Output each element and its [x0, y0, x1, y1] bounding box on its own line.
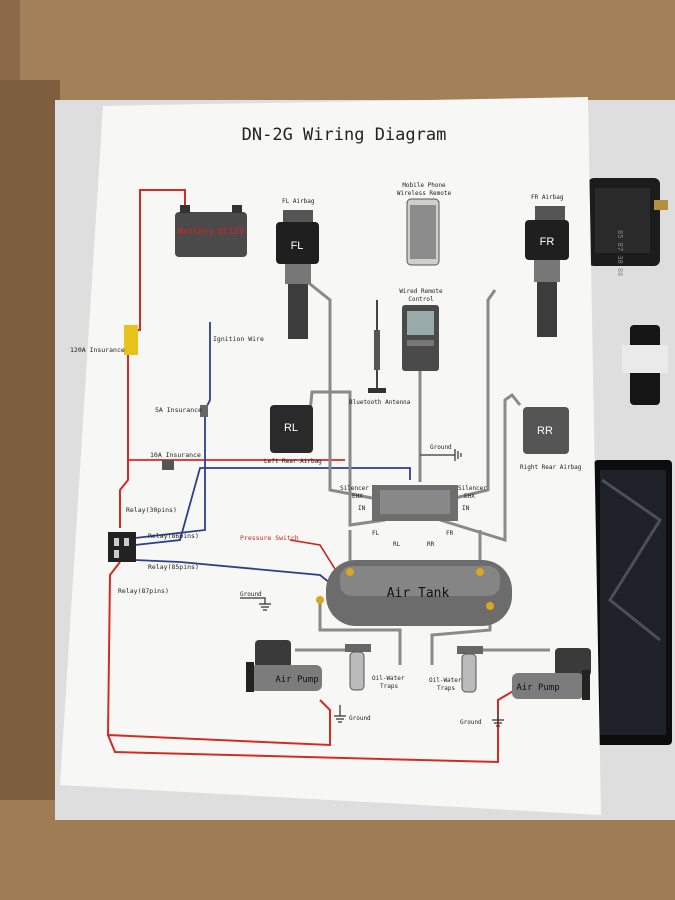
air-pump-left: Air Pump [246, 640, 322, 692]
oil-water-left-label-1: Oil-Water [372, 675, 405, 682]
relay-87-label: Relay(87pins) [118, 587, 169, 595]
mobile-remote-label-2: Wireless Remote [397, 190, 452, 197]
relay-30-label: Relay(30pins) [126, 506, 177, 514]
relay-cube: 85 87 30 86 [588, 178, 668, 276]
fr-airbag-label: FR Airbag [531, 194, 564, 201]
svg-text:85 87 30 86: 85 87 30 86 [616, 230, 624, 276]
silencer-right-label-1: Silencer [458, 485, 487, 492]
port-in-left: IN [358, 505, 366, 512]
ground-right-label: Ground [460, 719, 482, 726]
relay86-wire [134, 467, 411, 546]
silencer-left-label-2: EHX [352, 493, 363, 500]
battery-label: Battery DC12V [178, 227, 245, 237]
relay87-wire-right [107, 689, 516, 764]
ground-left: Ground [334, 705, 371, 723]
fl-badge: FL [291, 240, 304, 252]
port-rr: RR [427, 541, 435, 548]
box-flap-left [0, 80, 60, 800]
insurance-120a-label: 120A Insurance [70, 346, 125, 354]
wired-remote-label-1: Wired Remote [399, 288, 443, 295]
ignition-wire-label: Ignition Wire [213, 335, 264, 343]
port-fr: FR [446, 530, 454, 537]
diagram-title: DN-2G Wiring Diagram [242, 125, 447, 145]
bluetooth-antenna-label: Bluetooth Antenna [349, 399, 411, 406]
rl-badge: RL [284, 422, 298, 434]
battery: Battery DC12V [175, 205, 247, 257]
fr-airbag: FR Airbag FR [525, 194, 569, 337]
mobile-phone: Mobile Phone Wireless Remote [397, 182, 452, 266]
relay-86-label: Relay(86pins) [148, 532, 199, 540]
ground-tank: Ground [240, 591, 271, 611]
insurance-10a-label: 10A Insurance [150, 451, 201, 459]
wired-remote: Wired Remote Control [399, 288, 443, 371]
oil-water-trap-left: Oil-Water Traps [345, 644, 405, 691]
valve-block: Silencer EHX Silencer EHX IN IN FL RL RR… [340, 485, 487, 548]
air-pump-right-label: Air Pump [516, 683, 559, 693]
relay87-wire [106, 561, 331, 747]
fl-airbag-label: FL Airbag [282, 198, 315, 205]
air-pump-left-label: Air Pump [275, 675, 318, 685]
rl-airbag: RL Left Rear Airbag [264, 405, 322, 465]
insurance-5a-label: 5A Insurance [155, 406, 202, 414]
ground-tank-label: Ground [240, 591, 262, 598]
relay [108, 532, 136, 562]
mobile-remote-label-1: Mobile Phone [402, 182, 446, 189]
box-flap-top [20, 0, 675, 100]
ground-top: Ground [420, 444, 462, 461]
rr-airbag: RR Right Rear Airbag [520, 407, 582, 471]
fuse-10a [162, 460, 174, 470]
right-rear-airbag-label: Right Rear Airbag [520, 464, 582, 471]
oil-water-right-label-2: Traps [437, 685, 455, 692]
port-fl: FL [372, 530, 380, 537]
wired-remote-label-2: Control [408, 296, 434, 303]
oil-water-trap-right: Oil-Water Traps [429, 646, 483, 693]
fuse-5a [200, 405, 208, 417]
fr-badge: FR [540, 236, 555, 248]
bluetooth-antenna: Bluetooth Antenna [349, 300, 411, 406]
ground-right: Ground [460, 712, 504, 727]
port-rl: RL [393, 541, 401, 548]
oil-water-right-label-1: Oil-Water [429, 677, 462, 684]
relay-85-label: Relay(85pins) [148, 563, 199, 571]
rr-badge: RR [537, 425, 553, 437]
fl-airbag: FL Airbag FL [276, 198, 319, 339]
fuse-holder [622, 325, 668, 405]
ground-left-label: Ground [349, 715, 371, 722]
silencer-left-label-1: Silencer [340, 485, 369, 492]
air-pump-right: Air Pump [512, 648, 591, 700]
fuse-120a: 120A Insurance [70, 325, 138, 355]
port-in-right: IN [462, 505, 470, 512]
oil-water-left-label-2: Traps [380, 683, 398, 690]
air-tank-label: Air Tank [387, 586, 450, 601]
silencer-right-label-2: EHX [464, 493, 475, 500]
screen-device [594, 460, 672, 745]
pressure-switch-label: Pressure Switch [240, 534, 299, 542]
air-tank: Air Tank [316, 560, 512, 626]
left-rear-airbag-label: Left Rear Airbag [264, 458, 322, 465]
ground-top-label: Ground [430, 444, 452, 451]
